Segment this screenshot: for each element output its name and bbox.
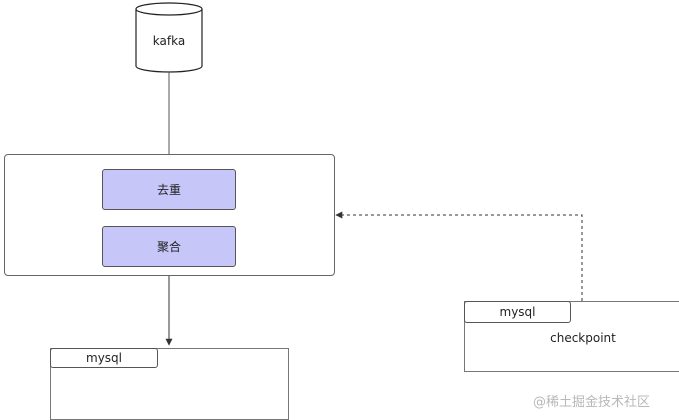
kafka-label: kafka — [152, 34, 186, 48]
checkpoint-to-processor-arrow — [335, 211, 583, 301]
aggregate-step: 聚合 — [102, 226, 236, 267]
watermark-text: @稀土掘金技术社区 — [533, 395, 651, 410]
mysql-sink-tag: mysql — [50, 348, 158, 368]
checkpoint-label: checkpoint — [550, 331, 616, 345]
checkpoint-store-tag: mysql — [464, 301, 571, 323]
dedup-step: 去重 — [102, 169, 236, 210]
